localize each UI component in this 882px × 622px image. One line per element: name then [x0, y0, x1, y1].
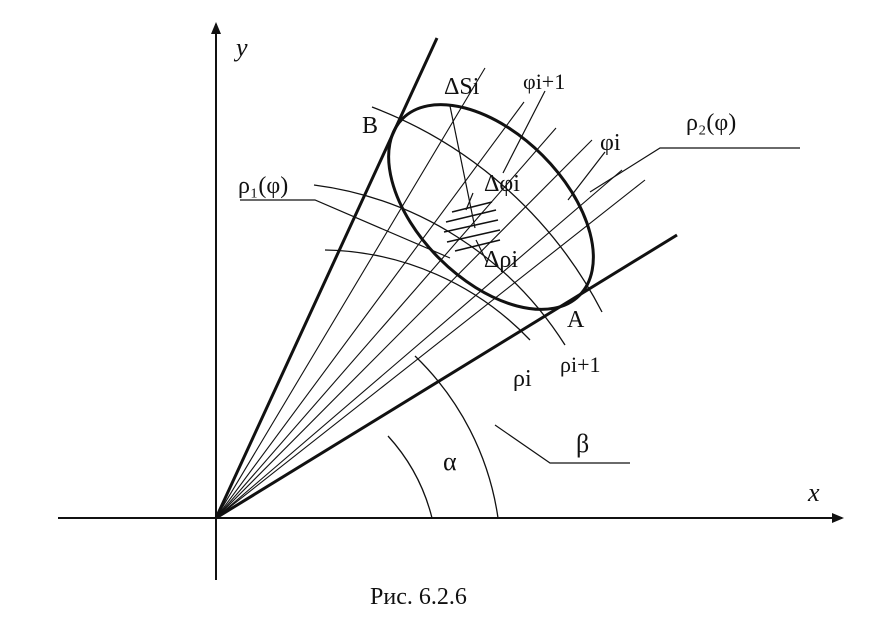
point-a-label: A — [567, 307, 585, 333]
phi-i1-label: φi+1 — [523, 69, 565, 94]
ray-beta — [214, 37, 439, 519]
delta-phi-label: Δφi — [484, 171, 520, 197]
hatched-element — [443, 201, 501, 252]
region-boundary — [387, 103, 595, 311]
rho2-label: ρ₂(φ) — [686, 110, 736, 136]
rho-i1-label: ρi+1 — [560, 352, 601, 377]
beta-label: β — [576, 429, 589, 458]
figure-caption: Рис. 6.2.6 — [370, 584, 467, 610]
delta-s-label: ΔSi — [444, 74, 480, 100]
ray-alpha — [215, 233, 678, 520]
concentric-arcs — [313, 106, 603, 519]
leader-lines — [240, 90, 800, 464]
rho1-label: ρ₁(φ) — [238, 173, 288, 199]
phi-i-label: φi — [600, 130, 621, 156]
alpha-label: α — [443, 447, 457, 476]
point-b-label: B — [362, 113, 378, 139]
y-axis-label: y — [233, 33, 248, 62]
radial-rays — [215, 67, 646, 519]
x-axis-label: x — [807, 478, 820, 507]
rho-i-label: ρi — [513, 366, 532, 392]
delta-rho-label: Δρi — [484, 247, 518, 273]
